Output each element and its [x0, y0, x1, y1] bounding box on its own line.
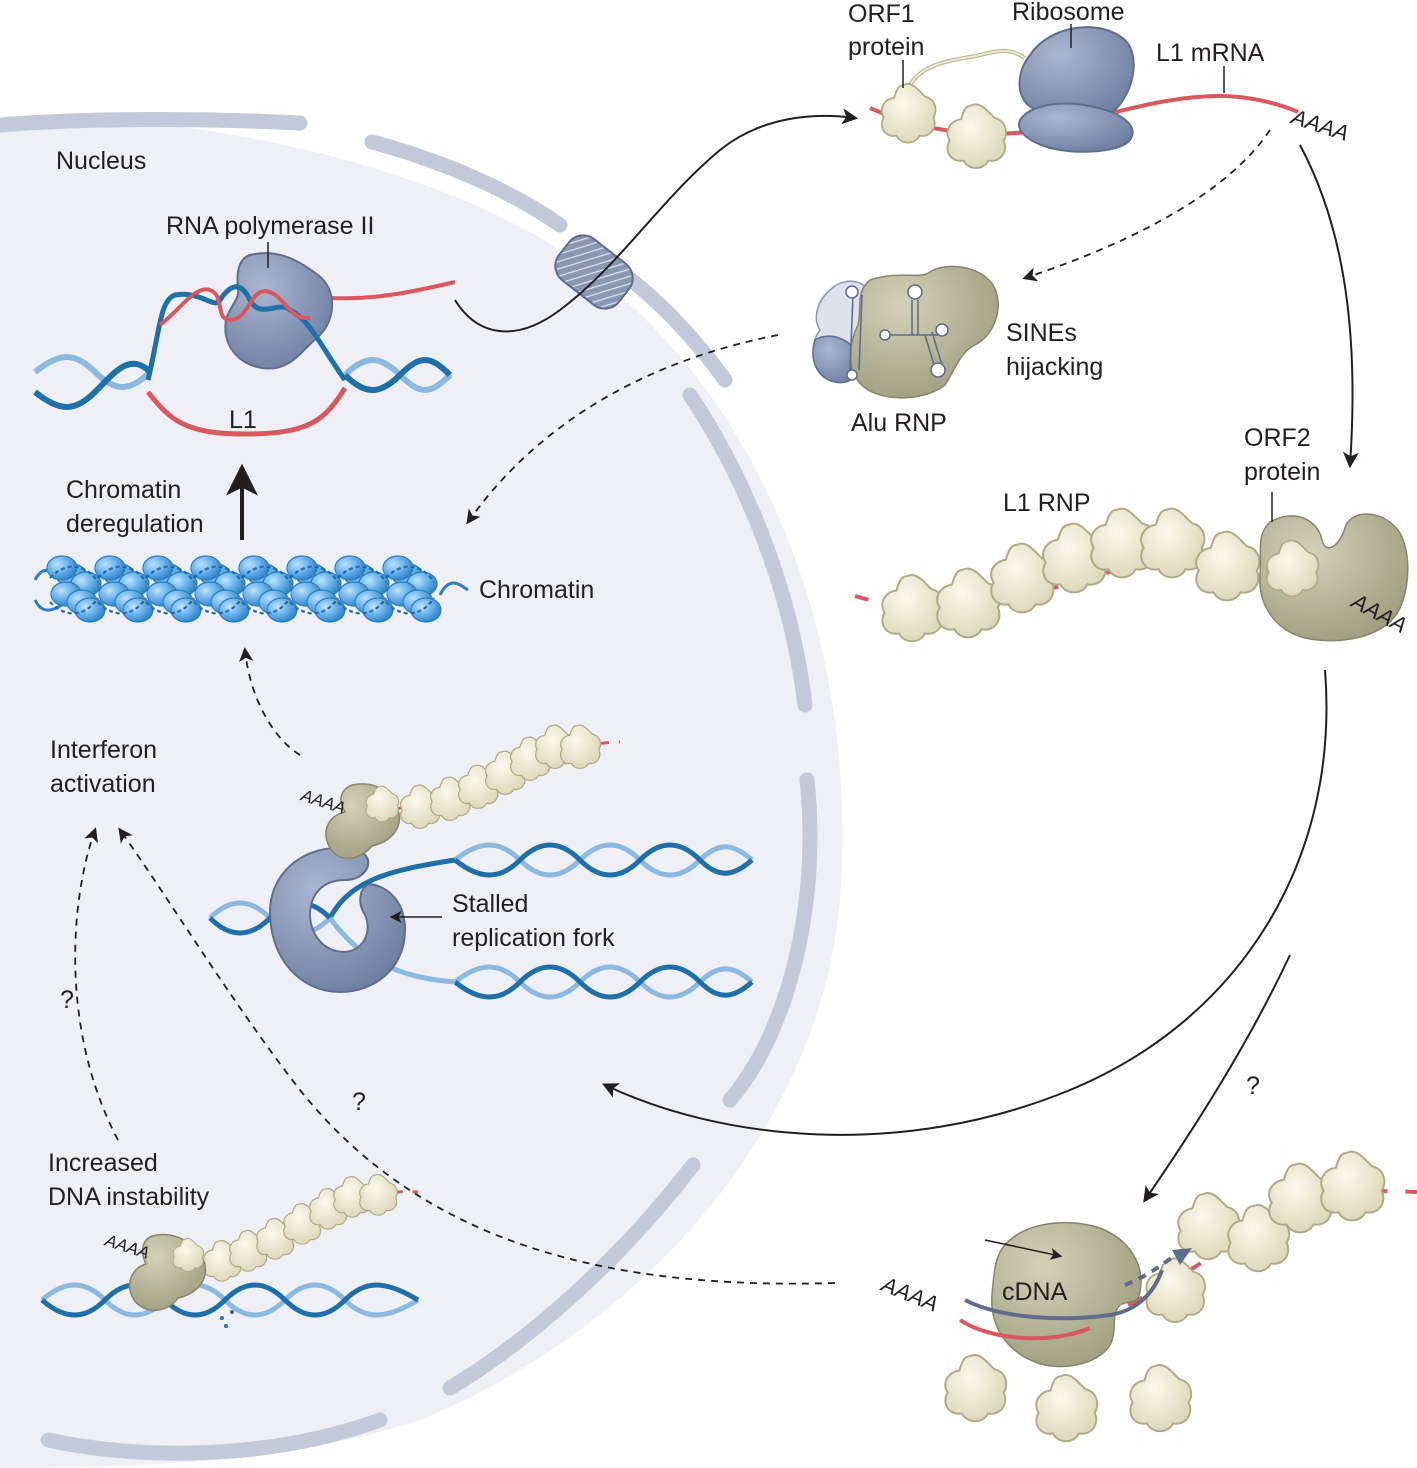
ribosome-label: Ribosome — [1012, 0, 1125, 26]
mrna-to-sines-arrow — [1022, 129, 1271, 282]
nuclear-envelope — [0, 111, 818, 1461]
dna-instability-label-1: Increased — [48, 1149, 158, 1177]
l1-rnp-complex — [854, 492, 1409, 643]
translation — [869, 24, 1299, 169]
nucleosome — [362, 597, 394, 623]
nucleosome — [74, 597, 106, 623]
fork-to-chromatin-arrow — [238, 647, 301, 756]
rna-polymerase-label: RNA polymerase II — [166, 212, 374, 240]
question-mark-3: ? — [1246, 1072, 1260, 1100]
sines-label-1: SINEs — [1006, 319, 1077, 347]
fork-l1-rnp — [325, 724, 621, 859]
question-mark-1: ? — [60, 986, 74, 1014]
dna-break — [40, 1282, 420, 1328]
sines-label-2: hijacking — [1006, 353, 1103, 381]
rnp-to-nucleus-arrow — [602, 669, 1328, 1136]
alu-rnp-label: Alu RNP — [851, 409, 947, 437]
transcription-bubble — [33, 242, 456, 437]
chromatin-deregulation-label-1: Chromatin — [66, 476, 181, 504]
nucleosome — [122, 597, 154, 623]
cdna-label: cDNA — [1002, 1278, 1068, 1306]
alu-to-chromatin-arrow — [466, 334, 779, 525]
interferon-label-1: Interferon — [50, 736, 157, 764]
mrna-to-l1rnp-arrow — [1299, 144, 1359, 469]
l1-gene-label: L1 — [229, 406, 257, 434]
dna-instability-label-2: DNA instability — [48, 1183, 210, 1211]
instability-to-interferon-arrow — [74, 827, 119, 1141]
export-arrow — [454, 108, 859, 333]
stalled-fork-label-2: replication fork — [452, 924, 615, 952]
orf1-protein-nascent — [880, 83, 937, 144]
stalled-fork-label-1: Stalled — [452, 890, 528, 918]
reverse-transcription — [944, 1150, 1417, 1443]
nucleosome — [410, 597, 442, 623]
nucleosome — [266, 597, 298, 623]
alu-rnp — [812, 265, 999, 399]
nuclear-pore — [554, 234, 634, 310]
question-mark-2: ? — [352, 1088, 366, 1116]
l1-rnp-label: L1 RNP — [1003, 489, 1091, 517]
nucleosome — [218, 597, 250, 623]
nucleosome — [170, 597, 202, 623]
rnp-to-cdna-arrow — [1143, 954, 1291, 1203]
orf1-label-1: ORF1 — [848, 0, 915, 28]
nucleus-label: Nucleus — [56, 147, 146, 175]
ribosome — [1018, 26, 1135, 121]
mrna-polya-label: AAAA — [1287, 103, 1352, 146]
chromatin-label: Chromatin — [479, 576, 594, 604]
interferon-label-2: activation — [50, 770, 156, 798]
chromatin-fiber — [33, 555, 469, 623]
chromatin-deregulation-label-2: deregulation — [66, 510, 204, 538]
replisome-ring — [268, 846, 407, 994]
orf1-label-2: protein — [848, 33, 924, 61]
cdna-polya-label: AAAA — [876, 1271, 942, 1317]
l1-mrna-label: L1 mRNA — [1156, 39, 1265, 67]
orf2-label-1: ORF2 — [1244, 424, 1311, 452]
orf2-label-2: protein — [1244, 458, 1320, 486]
nucleosome — [314, 597, 346, 623]
replication-fork — [208, 842, 754, 1000]
cdna-to-interferon-arrow — [118, 827, 836, 1285]
instability-l1-rnp — [128, 1173, 419, 1311]
